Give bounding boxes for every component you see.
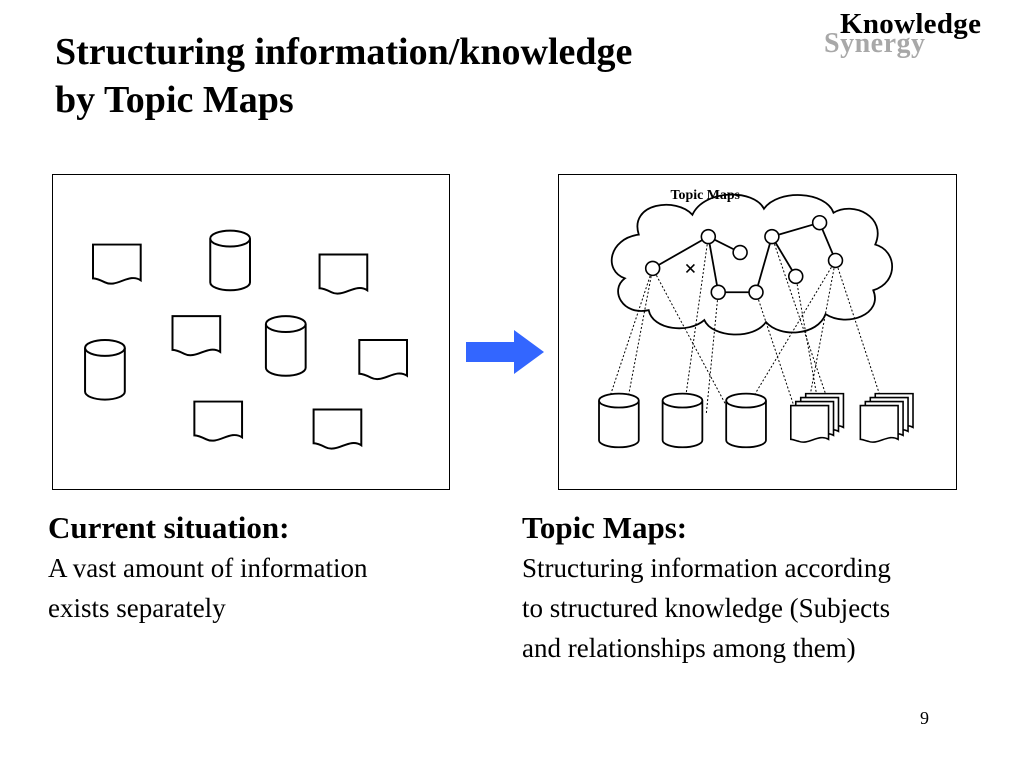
current-situation-caption: Current situation: A vast amount of info… [48, 508, 488, 628]
slide-title: Structuring information/knowledge by Top… [55, 28, 815, 124]
document-icon [193, 400, 244, 442]
topic-arc-mark [685, 263, 695, 273]
right-arrow-icon [466, 330, 544, 374]
database-icon [264, 315, 307, 377]
slide-title-line1: Structuring information/knowledge [55, 31, 633, 73]
topic-node-icon [748, 284, 764, 301]
database-icon [84, 338, 126, 401]
topic-maps-panel: Topic Maps [558, 174, 957, 490]
topic-node-icon [710, 284, 727, 301]
topic-maps-line1: Structuring information according [522, 553, 891, 583]
database-icon [725, 392, 767, 449]
topic-node-icon [827, 252, 844, 269]
logo-main-text: Knowledge [840, 8, 982, 40]
current-situation-line1: A vast amount of information [48, 553, 368, 583]
topic-node-icon [788, 268, 804, 285]
document-stack-icon [859, 392, 914, 443]
topic-node-icon [644, 260, 661, 277]
cloud-label: Topic Maps [671, 188, 741, 203]
topic-node-icon [764, 228, 780, 245]
topic-maps-line3: and relationships among them) [522, 633, 856, 663]
document-icon [318, 253, 369, 295]
page-number: 9 [920, 708, 929, 728]
slide-title-line2: by Topic Maps [55, 79, 294, 121]
document-icon [171, 315, 222, 357]
document-stack-icon [789, 392, 845, 443]
document-icon [358, 338, 408, 381]
database-icon [209, 229, 252, 292]
current-situation-line2: exists separately [48, 593, 226, 623]
scattered-information-diagram [84, 229, 408, 450]
topic-maps-caption: Topic Maps: Structuring information acco… [522, 508, 1002, 668]
database-icon [598, 392, 640, 449]
topic-node-icon [811, 214, 828, 231]
topic-node-icon [732, 244, 748, 261]
topic-maps-line2: to structured knowledge (Subjects [522, 593, 891, 623]
document-icon [92, 243, 142, 285]
current-situation-panel [52, 174, 450, 490]
knowledge-synergy-logo: Synergy Knowledge [820, 6, 1020, 66]
occurrence-links [606, 236, 884, 432]
database-icon [661, 392, 704, 449]
document-icon [312, 408, 363, 450]
logo-shadow-text: Synergy [824, 28, 926, 59]
topic-maps-diagram: Topic Maps [598, 188, 914, 449]
topic-maps-heading: Topic Maps: [522, 510, 688, 545]
topic-node-icon [700, 228, 717, 245]
current-situation-heading: Current situation: [48, 510, 290, 545]
